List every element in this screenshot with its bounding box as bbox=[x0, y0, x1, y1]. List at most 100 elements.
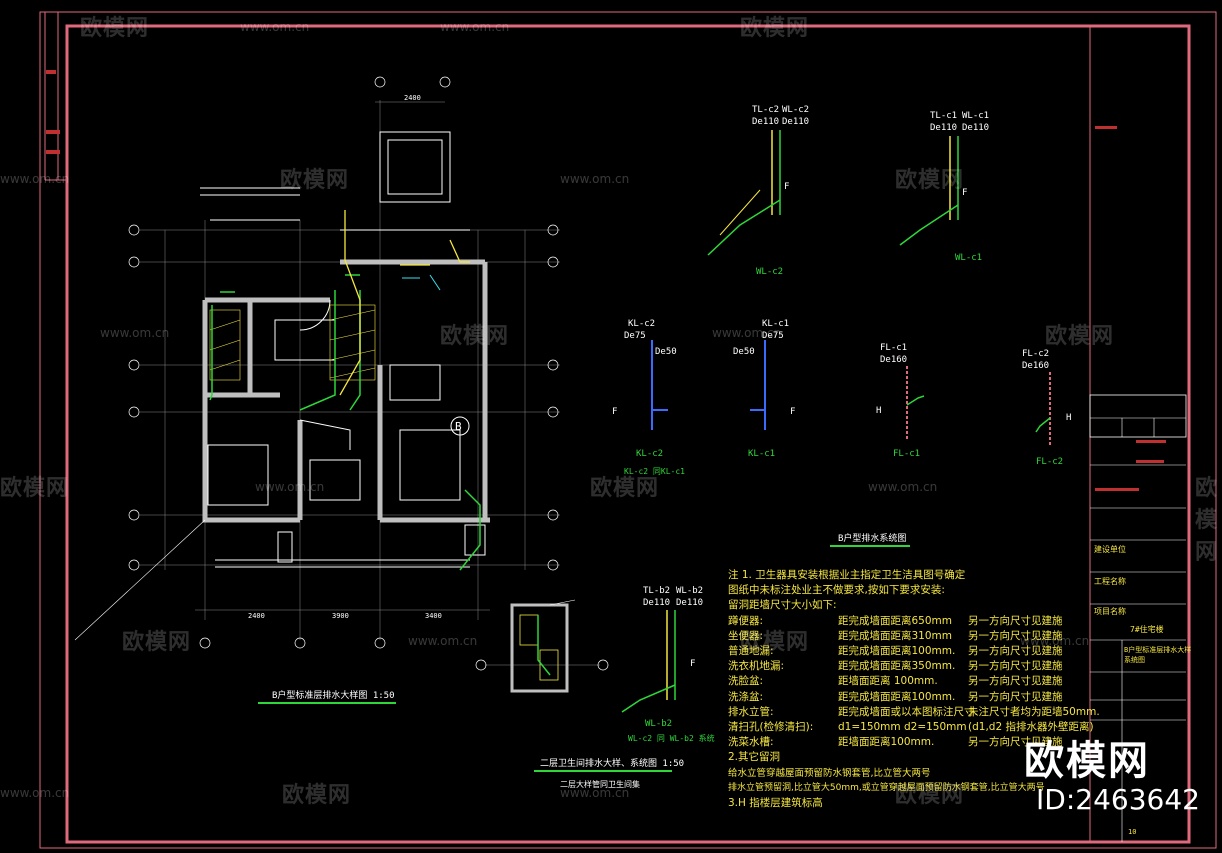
notes-cell: 距完成墙面或以本图标注尺寸. bbox=[838, 705, 978, 718]
label-de160-b: De160 bbox=[1022, 361, 1049, 371]
caption-fl-c2: FL-c2 bbox=[1036, 457, 1063, 467]
notes-cell: 距完成墙面距离100mm. bbox=[838, 690, 956, 703]
title-block: 建设单位 工程名称 项目名称 7#住宅楼 B户型标准层排水大样 系统图 10 bbox=[1089, 26, 1191, 842]
label-wl-b2: WL-b2 bbox=[676, 586, 703, 596]
notes-cell: 洗衣机地漏: bbox=[728, 660, 785, 673]
notes-cell: 洗脸盆: bbox=[728, 675, 764, 688]
caption-kl-c2-c1: KL-c2 同KL-c1 bbox=[624, 467, 685, 476]
bathroom-title: 二层卫生间排水大样、系统图 1:50 bbox=[540, 757, 684, 769]
notes-line-2: 留洞距墙尺寸大小如下: bbox=[728, 599, 837, 612]
label-kl-c2: KL-c2 bbox=[628, 319, 655, 329]
label-fl-c1: FL-c1 bbox=[880, 343, 907, 353]
system-title: B户型排水系统图 bbox=[838, 532, 906, 544]
diagram-kl-c1: KL-c1 De75 De50 F KL-c1 bbox=[733, 319, 795, 459]
caption-wl-b2: WL-b2 bbox=[645, 719, 672, 729]
notes-cell: 距完成墙面距离100mm. bbox=[838, 645, 956, 658]
notes-row: 洗涤盆:距完成墙面距离100mm.另一方向尺寸见建施 bbox=[728, 690, 1088, 705]
notes-cell: 清扫孔(检修清扫): bbox=[728, 721, 814, 734]
notes-row: 清扫孔(检修清扫): d1=150mm d2=150mm(d1,d2 指排水器外壁… bbox=[728, 720, 1094, 735]
label-de110-e: De110 bbox=[643, 598, 670, 608]
label-kl-c1: KL-c1 bbox=[762, 319, 789, 329]
diagram-fl-c1: FL-c1 De160 H FL-c1 bbox=[876, 343, 925, 459]
label-de50-b: De50 bbox=[733, 347, 755, 357]
notes-cell: 坐便器: bbox=[728, 629, 764, 642]
notes-cell: 另一方向尺寸见建施 bbox=[968, 736, 1063, 749]
label-de75-b: De75 bbox=[762, 331, 784, 341]
title-row-3: 项目名称 bbox=[1094, 606, 1126, 616]
notes-cell: 未注尺寸者均为距墙50mm. bbox=[968, 705, 1100, 718]
label-f-2: F bbox=[962, 188, 967, 198]
notes-item-2a: 给水立管穿越屋面预留防水钢套管,比立管大两号 bbox=[728, 767, 931, 779]
outer-frame bbox=[39, 11, 1217, 849]
label-f-4: F bbox=[790, 407, 795, 417]
notes-item-3: 3.H 指楼层建筑标高 bbox=[728, 797, 823, 810]
notes-row: 坐便器: 距完成墙面距离310mm 另一方向尺寸见建施 bbox=[728, 629, 1088, 644]
notes-cell: (d1,d2 指排水器外壁距离) bbox=[968, 721, 1094, 734]
caption-kl-c1: KL-c1 bbox=[748, 449, 775, 459]
notes-cell: 另一方向尺寸见建施 bbox=[968, 614, 1063, 627]
title-row-1: 建设单位 bbox=[1094, 544, 1126, 554]
notes-item-2: 2.其它留洞 bbox=[728, 751, 781, 764]
notes-cell: 另一方向尺寸见建施 bbox=[968, 675, 1063, 688]
label-de110-b: De110 bbox=[782, 117, 809, 127]
title-row-4: 7#住宅楼 bbox=[1130, 624, 1164, 634]
notes-cell: 普通地漏: bbox=[728, 645, 774, 658]
caption-wl-c2-b2: WL-c2 同 WL-b2 系统 bbox=[628, 733, 715, 743]
label-de110-a: De110 bbox=[752, 117, 779, 127]
caption-wl-c2: WL-c2 bbox=[756, 267, 783, 277]
label-wl-c1: WL-c1 bbox=[962, 111, 989, 121]
caption-kl-c2: KL-c2 bbox=[636, 449, 663, 459]
notes-cell: 洗菜水槽: bbox=[728, 736, 774, 749]
label-de160-a: De160 bbox=[880, 355, 907, 365]
caption-fl-c1: FL-c1 bbox=[893, 449, 920, 459]
label-de110-d: De110 bbox=[962, 123, 989, 133]
notes-cell: 距完成墙面距离350mm. bbox=[838, 660, 956, 673]
dim-top-1: 2400 bbox=[404, 94, 421, 102]
notes-heading: 注 1. 卫生器具安装根据业主指定卫生洁具图号确定 bbox=[728, 569, 966, 581]
label-tl-b2: TL-b2 bbox=[643, 586, 670, 596]
diagram-fl-c2: FL-c2 De160 H FL-c2 bbox=[1022, 349, 1071, 467]
label-tl-c2: TL-c2 bbox=[752, 105, 779, 115]
inner-frame bbox=[65, 24, 1191, 844]
notes-cell: 洗涤盆: bbox=[728, 690, 764, 703]
notes-cell: 另一方向尺寸见建施 bbox=[968, 660, 1063, 673]
notes-item-2b: 排水立管预留洞,比立管大50mm,或立管穿越屋面预留防水钢套管,比立管大两号 bbox=[728, 782, 1045, 793]
left-title-strip bbox=[44, 12, 67, 181]
label-de110-c: De110 bbox=[930, 123, 957, 133]
brand-logo-text: 欧模网 bbox=[1024, 738, 1150, 784]
dim-bottom-3: 3400 bbox=[425, 612, 442, 620]
dim-bottom-1: 2400 bbox=[248, 612, 265, 620]
notes-line-1: 图纸中未标注处业主不做要求,按如下要求安装: bbox=[728, 584, 945, 597]
title-row-2: 工程名称 bbox=[1094, 576, 1126, 586]
label-de50-a: De50 bbox=[655, 347, 677, 357]
label-de110-f: De110 bbox=[676, 598, 703, 608]
label-f-3: F bbox=[612, 407, 617, 417]
notes-cell: d1=150mm d2=150mm bbox=[838, 721, 967, 734]
diagram-wl-c1: TL-c1 WL-c1 De110 De110 F WL-c1 bbox=[899, 111, 989, 263]
diagram-wl-b2: TL-b2 WL-b2 De110 De110 F WL-b2 WL-c2 同 … bbox=[621, 586, 715, 743]
bathroom-subtitle: 二层大样管同卫生间集 bbox=[560, 779, 640, 789]
notes-cell: 距墙面距离100mm. bbox=[838, 736, 935, 749]
title-row-6: 系统图 bbox=[1124, 655, 1145, 664]
notes-cell: 排水立管: bbox=[728, 705, 774, 718]
label-tl-c1: TL-c1 bbox=[930, 111, 957, 121]
label-f-1: F bbox=[784, 182, 789, 192]
floor-plan: B 2400 3900 3400 2400 B户型标准层排水大样图 1:50 bbox=[74, 76, 560, 704]
notes-row: 洗脸盆: 距墙面距离 100mm. 另一方向尺寸见建施 bbox=[728, 674, 1088, 689]
system-diagrams: TL-c2 WL-c2 De110 De110 F WL-c2 TL-c1 WL… bbox=[612, 105, 1071, 743]
notes-row: 排水立管: 距完成墙面或以本图标注尺寸.未注尺寸者均为距墙50mm. bbox=[728, 705, 1100, 720]
notes-row: 普通地漏: 距完成墙面距离100mm. 另一方向尺寸见建施 bbox=[728, 644, 1088, 659]
notes-cell: 另一方向尺寸见建施 bbox=[968, 629, 1063, 642]
notes-cell: 蹲便器: bbox=[728, 614, 764, 627]
notes-cell: 距完成墙面距离310mm bbox=[838, 629, 952, 642]
unit-mark: B bbox=[455, 420, 462, 433]
notes-cell: 另一方向尺寸见建施 bbox=[968, 645, 1063, 658]
label-f-5: F bbox=[690, 659, 695, 669]
dim-bottom-2: 3900 bbox=[332, 612, 349, 620]
bathroom-detail: 二层卫生间排水大样、系统图 1:50 二层大样管同卫生间集 bbox=[475, 599, 684, 789]
notes-cell: 距墙面距离 100mm. bbox=[838, 675, 938, 688]
label-fl-c2: FL-c2 bbox=[1022, 349, 1049, 359]
